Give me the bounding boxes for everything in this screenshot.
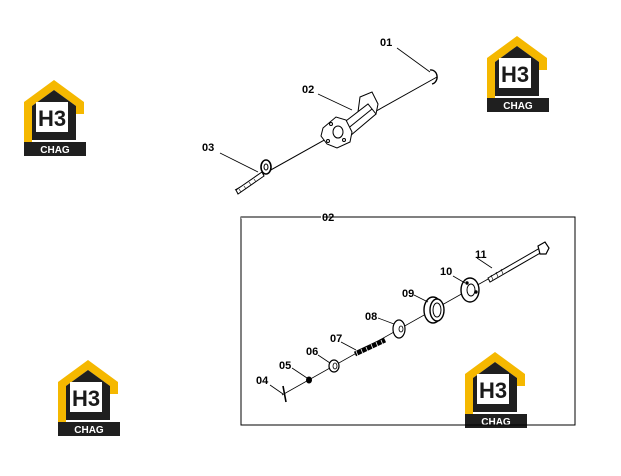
logo-mark: H3: [501, 62, 529, 87]
logo-word: CHAG: [40, 145, 70, 156]
logo-mark: H3: [38, 106, 66, 131]
part-04-pin: [269, 384, 287, 403]
detail-frame: [240, 216, 576, 426]
logo-word: CHAG: [74, 425, 104, 436]
upper-assembly: 01 02 03: [202, 37, 438, 195]
detail-view-02: 02: [240, 212, 576, 426]
brand-logo-top-right: H3 CHAG: [487, 36, 549, 112]
part-07-spring: [340, 337, 387, 357]
logo-mark: H3: [479, 378, 507, 403]
callout-05: 05: [279, 360, 291, 372]
callout-09: 09: [402, 288, 414, 300]
callout-08: 08: [365, 311, 377, 323]
detail-callout: 02: [322, 212, 334, 224]
part-05-washer: [291, 367, 312, 384]
callout-10: 10: [440, 266, 452, 278]
brand-logo-top-left: H3 CHAG: [24, 80, 86, 156]
part-08-disc: [377, 317, 406, 339]
callout-01: 01: [380, 37, 392, 49]
part-11-long-bolt: [476, 241, 550, 283]
callout-04: 04: [256, 375, 269, 387]
callout-07: 07: [330, 333, 342, 345]
part-09-bearing: [413, 294, 445, 324]
brand-logo-bottom-left: H3 CHAG: [58, 360, 120, 436]
callout-11: 11: [475, 249, 487, 261]
part-03-bolt: [219, 152, 272, 195]
callout-06: 06: [306, 346, 318, 358]
part-02-housing: [317, 91, 379, 149]
callout-03: 03: [202, 142, 214, 154]
logo-word: CHAG: [503, 101, 533, 112]
logo-mark: H3: [72, 386, 100, 411]
callout-02: 02: [302, 84, 314, 96]
brand-logo-bottom-right: H3 CHAG: [465, 352, 527, 428]
part-01-snap-ring: [396, 47, 438, 85]
logo-word: CHAG: [481, 417, 511, 428]
part-06-bushing: [317, 354, 340, 373]
part-10-flange: [452, 275, 480, 303]
